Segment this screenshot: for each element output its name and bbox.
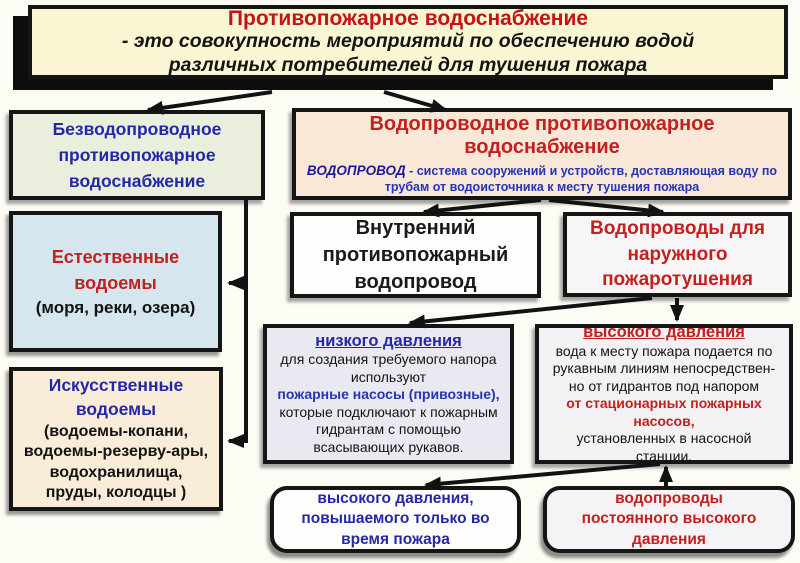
pipeline-term: ВОДОПРОВОД [306,162,406,178]
low-pressure-highlight: пожарные насосы (привозные), [277,386,500,403]
high-pressure-text1: вода к месту пожара подается по рукавным… [552,342,776,394]
diagram-title: Противопожарное водоснабжение [227,6,589,30]
natural-reservoirs-box: Естественные водоемы (моря, реки, озера) [9,211,222,352]
arrow-title-to-no-pipeline [146,90,273,115]
high-pressure-text2: установленных в насосной станции. [576,430,752,464]
constant-high-label: водопроводы постоянного высокого давлени… [581,490,757,548]
arrow-pipeline-to-external [548,198,665,218]
natural-examples: (моря, реки, озера) [35,297,196,317]
high-pressure-highlight: от стационарных пожарных насосов, [566,395,762,429]
artificial-heading: Искусственные водоемы [48,375,184,420]
arrow-high-to-boost [424,462,661,491]
low-pressure-box: низкого давления для создания требуемого… [263,324,514,464]
low-pressure-text2: которые подключают к пожарным гидрантам … [279,403,498,455]
no-pipeline-label: Безводопроводное противопожарное водосна… [52,118,222,192]
title-box: Противопожарное водоснабжение - это сово… [28,5,788,79]
external-pipeline-label: Водопроводы для наружного пожаротушения [590,218,765,291]
pipeline-heading: Водопроводное противопожарное водоснабже… [369,112,715,158]
artificial-examples: (водоемы-копани, водоемы-резерву-ары, во… [23,422,209,502]
arrow-pipeline-to-internal [422,198,542,218]
external-pipeline-box: Водопроводы для наружного пожаротушения [563,212,792,297]
high-pressure-box: высокого давления вода к месту пожара по… [535,322,793,464]
low-pressure-heading: низкого давления [315,331,462,350]
internal-pipeline-label: Внутренний противопожарный водопровод [322,216,509,293]
no-pipeline-box: Безводопроводное противопожарное водосна… [9,110,265,200]
arrow-external-to-low [408,296,653,329]
constant-high-pressure-box: водопроводы постоянного высокого давлени… [543,486,795,553]
pipeline-box: Водопроводное противопожарное водоснабже… [292,108,792,200]
high-pressure-heading: высокого давления [583,322,745,341]
fire-boost-pressure-box: высокого давления, повышаемого только во… [270,486,521,553]
internal-pipeline-box: Внутренний противопожарный водопровод [290,212,541,298]
pipeline-term-definition: - система сооружений и устройств, достав… [384,163,778,194]
artificial-reservoirs-box: Искусственные водоемы (водоемы-копани, в… [9,367,223,511]
fire-boost-label: высокого давления, повышаемого только во… [301,490,490,548]
pipeline-definition: ВОДОПРОВОД - система сооружений и устрой… [296,163,788,196]
natural-heading: Естественные водоемы [51,247,180,294]
low-pressure-text1: для создания требуемого напора использую… [280,351,497,385]
diagram-definition: - это совокупность мероприятий по обеспе… [121,29,695,76]
